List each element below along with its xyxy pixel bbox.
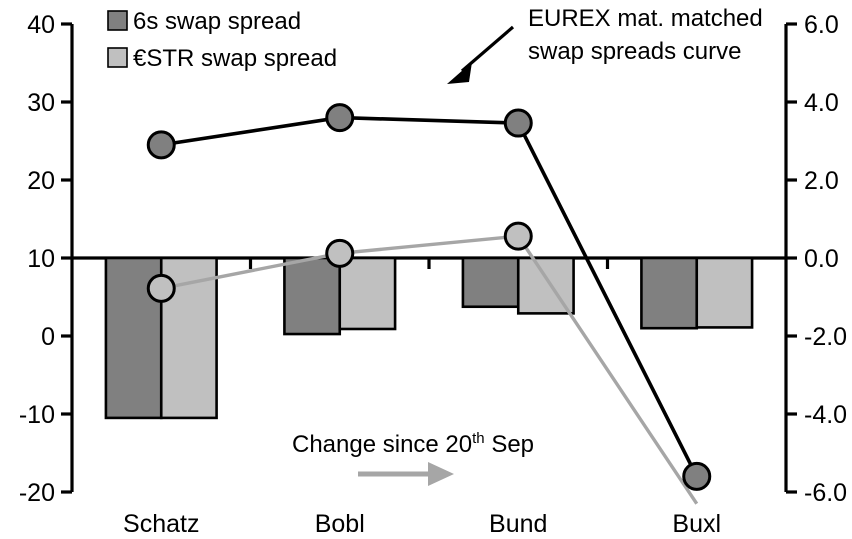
- marker-series0-buxl: [682, 461, 712, 491]
- right-axis-tick-label: -4.0: [804, 401, 847, 429]
- line-series-1: [160, 234, 699, 505]
- category-label-bobl: Bobl: [315, 510, 365, 538]
- right-axis-tick-label: -6.0: [804, 479, 847, 507]
- legend-label-estr-swap-spread: €STR swap spread: [133, 45, 337, 72]
- marker-series0-bund: [503, 108, 533, 138]
- change-note-arrow-head: [428, 462, 454, 486]
- left-axis-tick-label: 20: [27, 167, 55, 195]
- bar-bund-series0: [461, 256, 520, 309]
- bar-buxl-series1: [695, 256, 754, 329]
- eurex-note-line2: swap spreads curve: [528, 38, 741, 65]
- right-axis-tick-label: 2.0: [804, 167, 839, 195]
- category-label-buxl: Buxl: [672, 510, 721, 538]
- line-series-group: [146, 103, 712, 505]
- bar-series-group: [104, 256, 754, 420]
- bar-bund-series1: [516, 256, 575, 315]
- eurex-curve-annotation: EUREX mat. matched swap spreads curve: [447, 5, 763, 84]
- marker-series1-bobl: [325, 238, 355, 268]
- change-note-tail: Sep: [485, 431, 534, 458]
- bar-bobl-series1: [338, 256, 397, 331]
- legend-swatch-estr-swap-spread: [107, 47, 128, 68]
- line-series-0: [160, 115, 699, 478]
- left-axis: 40 30 20 10 0 -10 -20: [19, 11, 74, 507]
- category-label-schatz: Schatz: [123, 510, 199, 538]
- left-axis-tick-label: 10: [27, 245, 55, 273]
- bar-buxl-series0: [640, 256, 699, 330]
- right-axis-tick-label: -2.0: [804, 323, 847, 351]
- right-axis-tick-label: 0.0: [804, 245, 839, 273]
- change-note-text: Change since 20th Sep: [292, 430, 534, 458]
- change-note-superscript: th: [472, 430, 485, 447]
- eurex-note-line1: EUREX mat. matched: [528, 5, 763, 32]
- eurex-note-arrow-head: [447, 62, 472, 84]
- legend-swatch-6s-swap-spread: [107, 10, 128, 31]
- legend: 6s swap spread €STR swap spread: [107, 8, 337, 72]
- change-since-annotation: Change since 20th Sep: [292, 430, 534, 486]
- left-axis-tick-label: 30: [27, 89, 55, 117]
- marker-series0-bobl: [325, 103, 355, 133]
- marker-series1-bund: [503, 221, 533, 251]
- bar-bobl-series0: [283, 256, 342, 336]
- legend-label-6s-swap-spread: 6s swap spread: [133, 8, 301, 35]
- category-labels: Schatz Bobl Bund Buxl: [123, 510, 721, 538]
- category-label-bund: Bund: [489, 510, 547, 538]
- right-axis-tick-label: 4.0: [804, 89, 839, 117]
- marker-series0-schatz: [146, 130, 176, 160]
- change-note-main: Change since 20: [292, 431, 472, 458]
- left-axis-tick-label: 40: [27, 11, 55, 39]
- right-axis: 6.0 4.0 2.0 0.0 -2.0 -4.0 -6.0: [784, 11, 847, 507]
- right-axis-tick-label: 6.0: [804, 11, 839, 39]
- left-axis-tick-label: -20: [19, 479, 55, 507]
- left-axis-tick-label: 0: [41, 323, 55, 351]
- left-axis-tick-label: -10: [19, 401, 55, 429]
- marker-series1-schatz: [146, 273, 176, 303]
